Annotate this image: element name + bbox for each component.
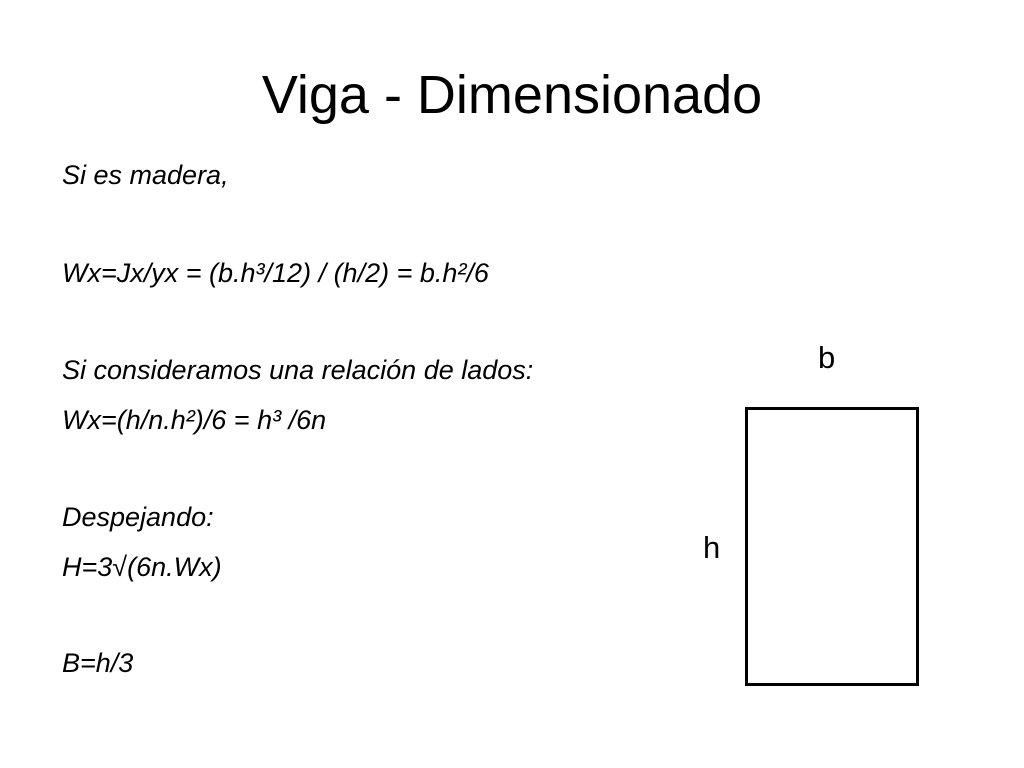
formula-b: B=h/3 (62, 648, 134, 678)
slide-title: Viga - Dimensionado (261, 65, 763, 125)
formula-wx-definition: Wx=Jx/yx = (b.h³/12) / (h/2) = b.h²/6 (62, 258, 489, 288)
text-line-solving: Despejando: (62, 502, 214, 532)
height-label: h (703, 530, 721, 565)
text-line-side-ratio: Si consideramos una relación de lados: (62, 355, 534, 385)
text-line-wood: Si es madera, (62, 160, 229, 190)
width-label: b (818, 340, 836, 375)
formula-wx-ratio: Wx=(h/n.h²)/6 = h³ /6n (62, 405, 327, 435)
beam-cross-section-rectangle (745, 407, 919, 686)
formula-h: H=3√(6n.Wx) (62, 552, 222, 582)
